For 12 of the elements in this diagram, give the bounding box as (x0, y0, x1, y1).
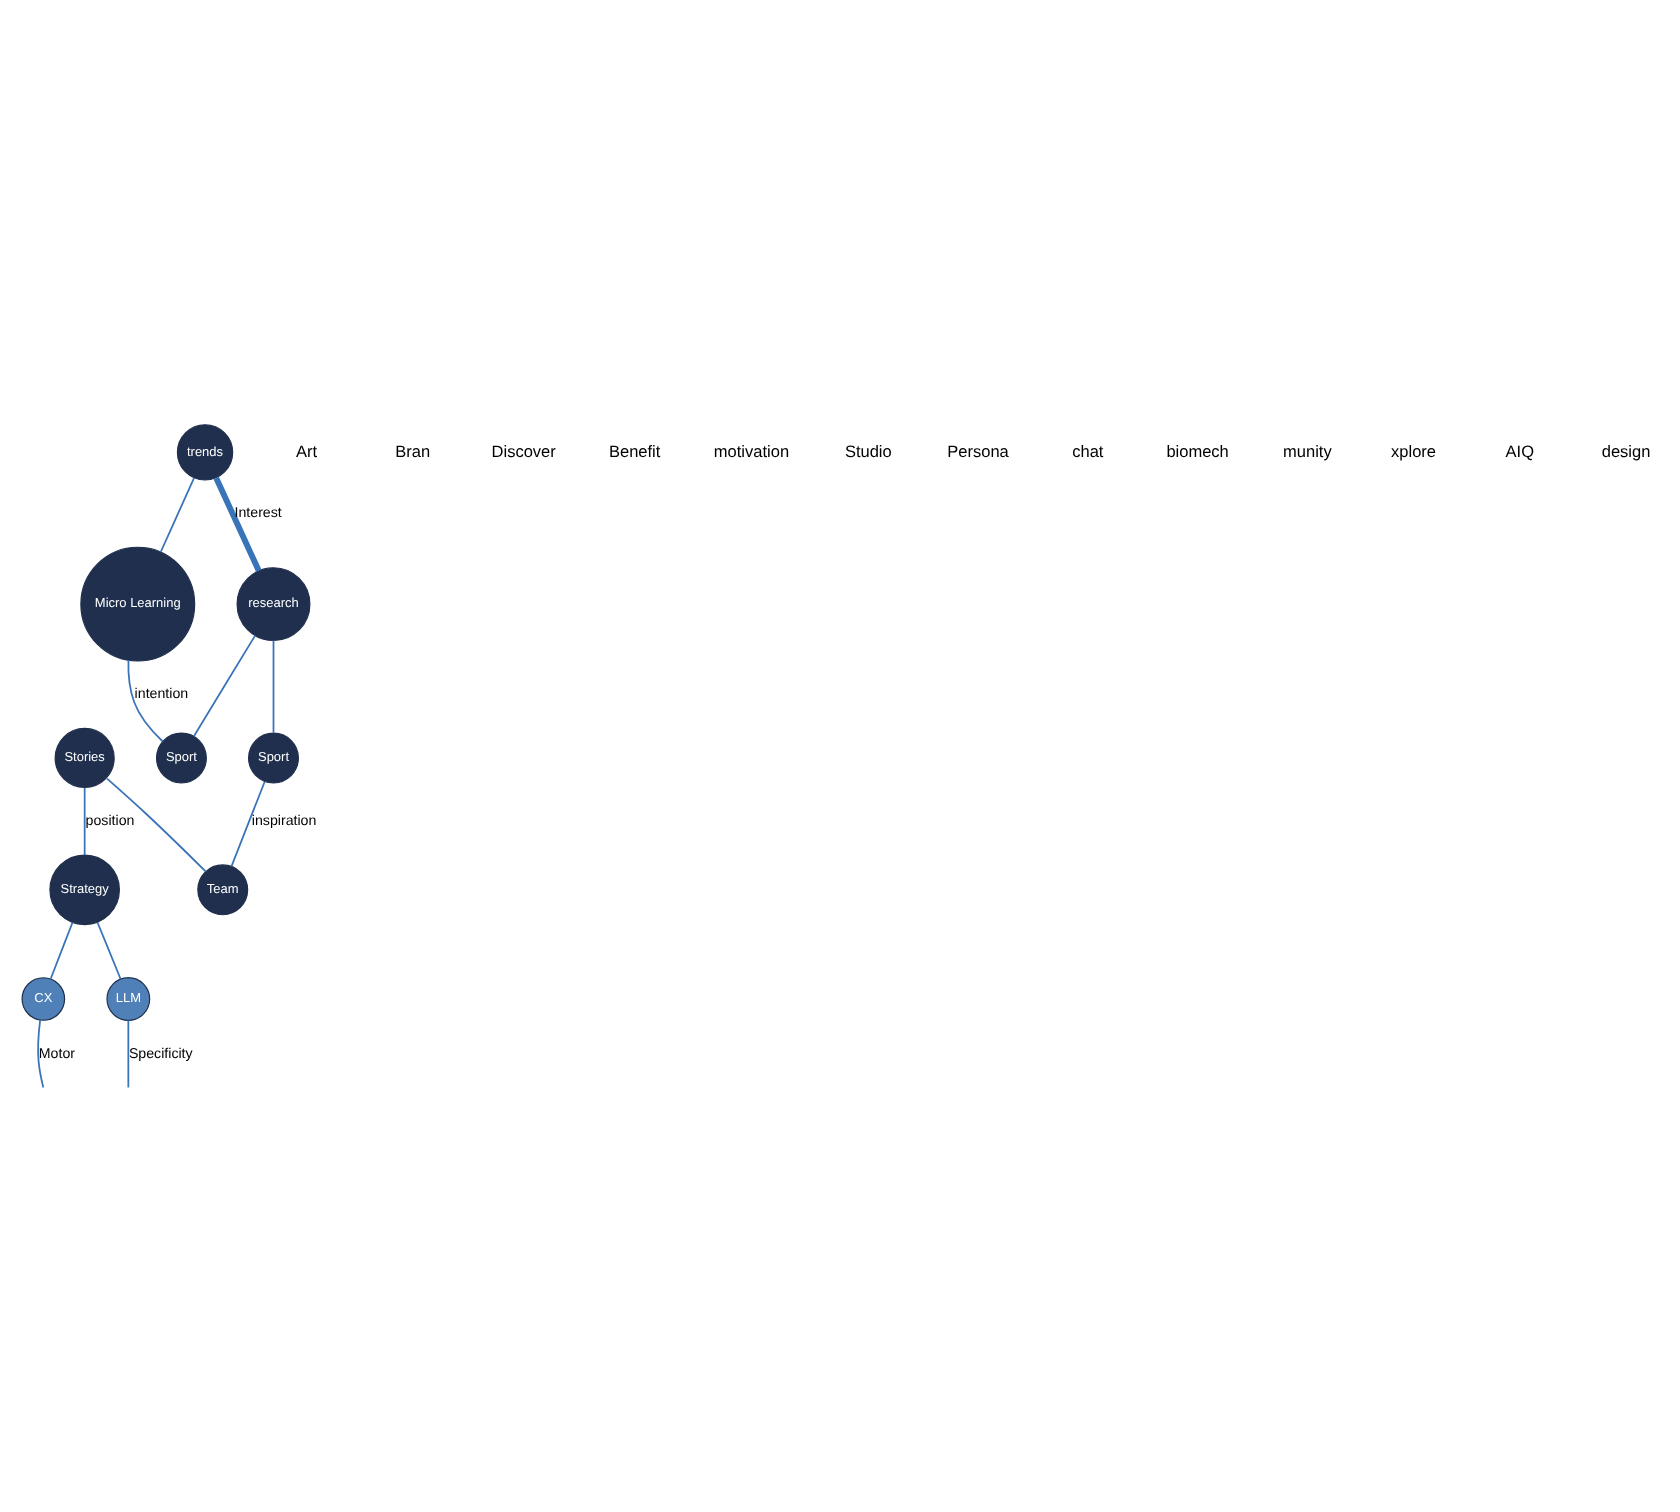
connector (213, 475, 262, 572)
connector (230, 779, 266, 867)
connector (96, 920, 122, 979)
connector (159, 476, 195, 552)
connector (272, 638, 275, 733)
connector (127, 658, 164, 742)
connector (83, 786, 86, 855)
connector (49, 920, 74, 979)
connector (106, 776, 207, 872)
connector (127, 1018, 130, 1088)
connector (37, 1018, 45, 1088)
connector (193, 633, 256, 737)
